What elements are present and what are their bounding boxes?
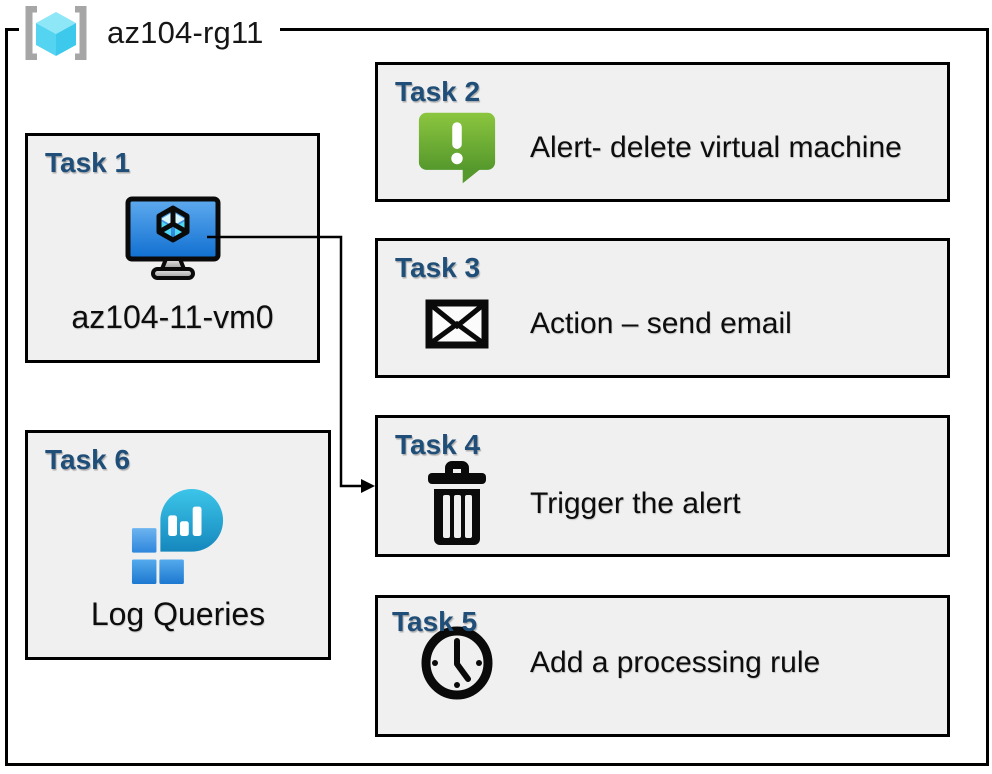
resource-group-name: az104-rg11 xyxy=(107,15,264,50)
task-1-label: az104-11-vm0 xyxy=(71,299,274,335)
alert-message-icon xyxy=(414,110,500,186)
virtual-machine-icon xyxy=(28,178,317,299)
resource-group-icon xyxy=(23,6,89,60)
task-5-box: Add a processing rule xyxy=(375,595,950,737)
task-3-label: Action – send email xyxy=(530,307,792,340)
task-4-box: Task 4 Trigger the alert xyxy=(375,415,950,557)
clock-icon xyxy=(414,625,500,701)
task-3-box: Task 3 Action – send email xyxy=(375,238,950,378)
task-5-label: Add a processing rule xyxy=(530,646,821,679)
resource-group-header: az104-rg11 xyxy=(19,4,280,62)
task-6-title: Task 6 xyxy=(45,444,131,475)
task-2-label: Alert- delete virtual machine xyxy=(530,131,902,164)
task-4-title: Task 4 xyxy=(395,429,481,460)
email-envelope-icon xyxy=(414,299,500,349)
task-6-label: Log Queries xyxy=(90,596,266,632)
task-5-title: Task 5 xyxy=(392,606,478,637)
task-1-title: Task 1 xyxy=(45,147,131,178)
task-2-box: Task 2 Alert- delete virtual machine xyxy=(375,62,950,202)
task-1-box: Task 1 az104 xyxy=(25,133,320,363)
trash-icon xyxy=(414,460,500,548)
task-3-title: Task 3 xyxy=(395,252,481,283)
log-queries-icon xyxy=(28,475,328,596)
task-6-box: Task 6 xyxy=(25,430,331,660)
task-2-title: Task 2 xyxy=(395,76,481,107)
task-4-label: Trigger the alert xyxy=(530,487,741,520)
